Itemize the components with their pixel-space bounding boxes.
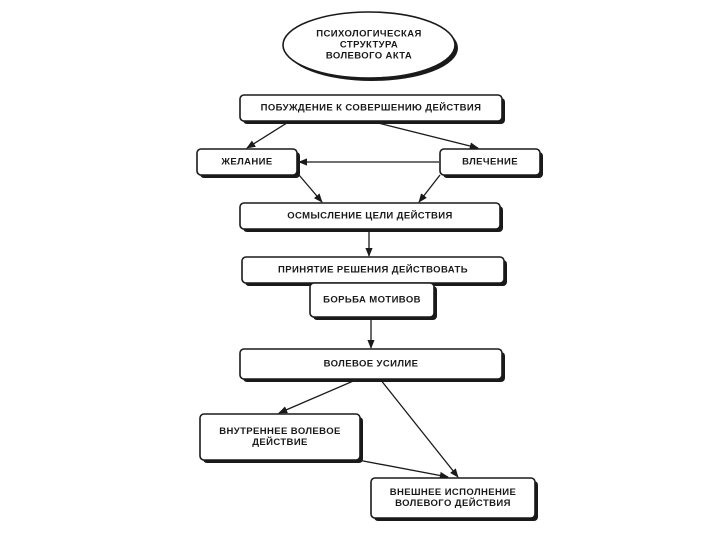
node-goal-understanding-shape — [239, 202, 501, 230]
node-motive-label: ПОБУЖДЕНИЕ К СОВЕРШЕНИЮ ДЕЙСТВИЯ — [261, 102, 482, 114]
arrow-volitional-effort-to-external-execution — [379, 378, 459, 478]
node-title-label: ВОЛЕВОГО АКТА — [326, 51, 412, 62]
edges-layer — [246, 120, 479, 480]
node-title-label: СТРУКТУРА — [340, 40, 398, 51]
node-desire: ЖЕЛАНИЕ — [196, 148, 300, 178]
node-internal-action-shape — [199, 413, 361, 461]
node-decision: ПРИНЯТИЕ РЕШЕНИЯ ДЕЙСТВОВАТЬ — [241, 256, 507, 286]
node-desire-label: ЖЕЛАНИЕ — [220, 157, 272, 168]
arrow-volitional-effort-to-internal-action — [278, 378, 359, 414]
node-attraction: ВЛЕЧЕНИЕ — [439, 148, 543, 178]
node-attraction-shape — [439, 148, 541, 176]
arrow-motive-to-attraction — [369, 120, 479, 150]
node-motive-shape — [239, 94, 503, 122]
node-external-execution-label: ВОЛЕВОГО ДЕЙСТВИЯ — [395, 497, 511, 509]
node-volitional-effort-shape — [239, 348, 503, 380]
node-attraction-label: ВЛЕЧЕНИЕ — [462, 157, 518, 168]
node-motive-struggle-shape — [309, 282, 435, 318]
node-volitional-effort-label: ВОЛЕВОЕ УСИЛИЕ — [324, 359, 419, 370]
node-decision-label: ПРИНЯТИЕ РЕШЕНИЯ ДЕЙСТВОВАТЬ — [278, 264, 468, 276]
node-external-execution-shape — [370, 477, 536, 519]
node-goal-understanding: ОСМЫСЛЕНИЕ ЦЕЛИ ДЕЙСТВИЯ — [239, 202, 503, 232]
node-title-shape — [282, 11, 456, 79]
node-motive-struggle-label: БОРЬБА МОТИВОВ — [323, 295, 421, 306]
arrow-motive-to-desire — [246, 120, 291, 149]
arrow-attraction-to-goal-understanding — [418, 174, 441, 203]
node-motive: ПОБУЖДЕНИЕ К СОВЕРШЕНИЮ ДЕЙСТВИЯ — [239, 94, 505, 124]
arrow-desire-to-goal-understanding — [298, 174, 323, 203]
node-external-execution-label: ВНЕШНЕЕ ИСПОЛНЕНИЕ — [390, 487, 517, 498]
arrow-internal-action-to-external-execution — [357, 459, 449, 480]
node-internal-action-label: ДЕЙСТВИЕ — [252, 436, 308, 448]
node-internal-action-label: ВНУТРЕННЕЕ ВОЛЕВОЕ — [219, 426, 340, 437]
node-desire-shape — [196, 148, 298, 176]
node-volitional-effort: ВОЛЕВОЕ УСИЛИЕ — [239, 348, 505, 382]
node-title-label: ПСИХОЛОГИЧЕСКАЯ — [316, 29, 421, 40]
node-motive-struggle: БОРЬБА МОТИВОВ — [309, 282, 437, 320]
node-goal-understanding-label: ОСМЫСЛЕНИЕ ЦЕЛИ ДЕЙСТВИЯ — [287, 210, 453, 222]
